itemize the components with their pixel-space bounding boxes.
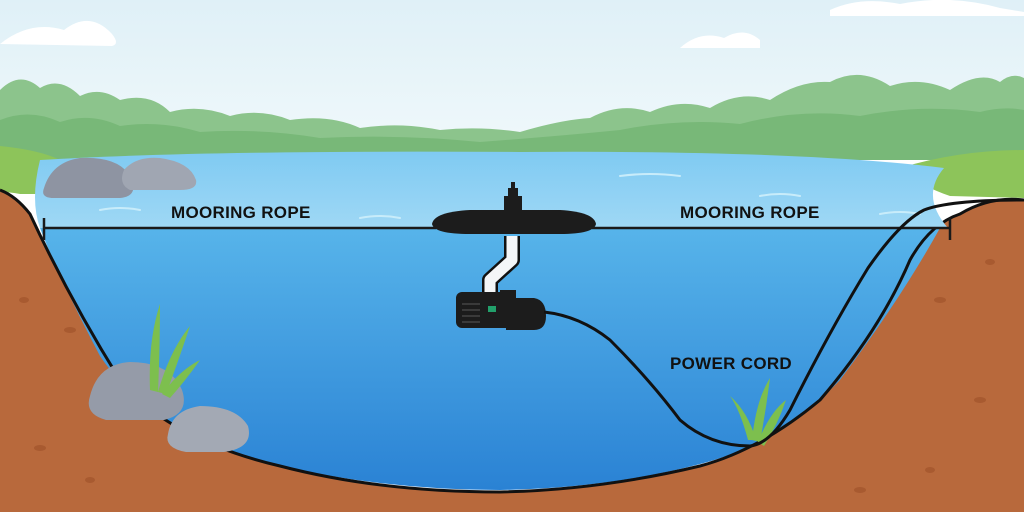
rock-icon (122, 157, 197, 190)
rock-icon (167, 406, 249, 452)
soil (0, 190, 1024, 512)
rock-icon (88, 362, 184, 420)
pond-water (40, 228, 940, 490)
floating-aerator-icon (432, 182, 596, 234)
aquatic-plant-icon (149, 304, 160, 392)
pump-icon (456, 290, 546, 330)
soil-specks (19, 259, 995, 493)
pond-outline (0, 188, 1024, 494)
clouds (0, 0, 1024, 48)
aerator-nozzle (504, 196, 522, 212)
pump-body (456, 292, 516, 328)
rock-icon (43, 157, 134, 198)
pump-hose-inner (484, 236, 518, 298)
near-trees (0, 108, 1024, 160)
underwater-rocks (88, 362, 249, 452)
pond-surface (35, 151, 948, 228)
mooring-rope-label-left: MOORING ROPE (171, 203, 311, 222)
power-cord (543, 198, 1024, 448)
pump-motor (506, 298, 546, 330)
power-cord-label: POWER CORD (670, 354, 792, 373)
aquatic-plant-icon (730, 396, 756, 440)
aerator-float (432, 210, 596, 234)
shore-rocks (43, 157, 197, 198)
aquatic-plant-right (730, 378, 786, 446)
aquatic-plant-left (149, 304, 200, 398)
mooring-rope-label-right: MOORING ROPE (680, 203, 820, 222)
